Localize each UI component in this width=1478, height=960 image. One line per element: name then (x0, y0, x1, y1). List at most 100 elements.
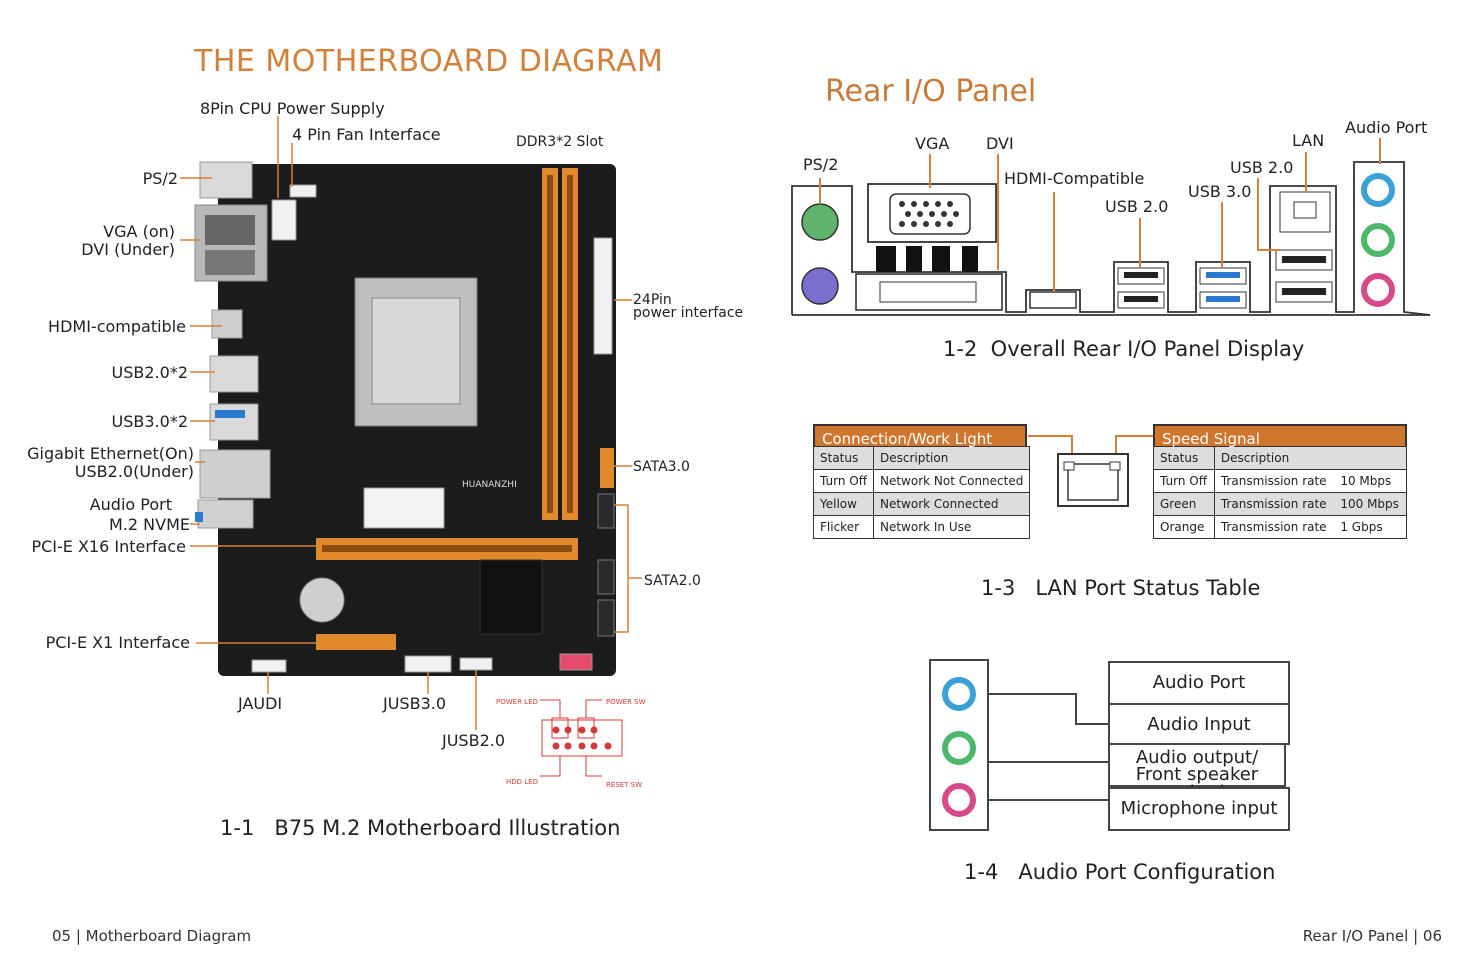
caption-1-3-text: LAN Port Status Table (1035, 576, 1260, 600)
conn-desc: Network In Use (873, 516, 1029, 539)
label-m2: M.2 NVME (40, 516, 190, 534)
label-usb30: USB3.0*2 (60, 413, 188, 431)
conn-table-title: Connection/Work Light (813, 424, 1027, 446)
io-label-lan: LAN (1292, 132, 1324, 150)
caption-1-1-text: B75 M.2 Motherboard Illustration (274, 816, 620, 840)
label-hdmi: HDMI-compatible (20, 318, 186, 336)
speed-status: Orange (1154, 516, 1215, 539)
caption-1-3: 1-3 LAN Port Status Table (981, 576, 1260, 600)
conn-desc: Network Not Connected (873, 470, 1029, 493)
speed-table-title: Speed Signal (1153, 424, 1407, 446)
label-power-sw: POWER SW (606, 693, 646, 711)
sata3-port (600, 448, 614, 488)
io-label-usb30: USB 3.0 (1188, 183, 1251, 201)
speed-signal-table: Speed Signal StatusDescription Turn OffT… (1153, 424, 1407, 539)
label-pcie1: PCI-E X1 Interface (10, 634, 190, 652)
label-power-led: POWER LED (496, 693, 538, 711)
speed-rate: 10 Mbps (1334, 470, 1406, 493)
footer-right: Rear I/O Panel | 06 (1303, 927, 1442, 945)
label-cpu-power: 8Pin CPU Power Supply (200, 100, 385, 118)
fan-header (290, 185, 316, 197)
caption-1-4: 1-4 Audio Port Configuration (964, 860, 1275, 884)
label-fan: 4 Pin Fan Interface (292, 126, 441, 144)
cpu-power-8pin (272, 200, 296, 240)
io-label-ps2: PS/2 (803, 156, 838, 174)
label-reset-sw: RESET SW (606, 776, 642, 794)
caption-1-1: 1-1 B75 M.2 Motherboard Illustration (220, 816, 620, 840)
speed-status: Turn Off (1154, 470, 1215, 493)
audio-port-box-label: Audio Port (1153, 672, 1246, 693)
label-jusb3: JUSB3.0 (383, 695, 446, 713)
ps2-connector (200, 162, 252, 198)
audio-connector (198, 500, 253, 528)
speed-desc: Transmission rate (1214, 516, 1334, 539)
ps2-keyboard-jack (802, 204, 838, 240)
sata2-port-2 (598, 560, 614, 594)
pcie-x1-slot (316, 634, 396, 650)
speed-rate: 1 Gbps (1334, 516, 1406, 539)
io-label-vga: VGA (915, 135, 949, 153)
label-ps2: PS/2 (100, 170, 178, 188)
label-jusb2: JUSB2.0 (442, 732, 505, 750)
label-vga: VGA (on) (40, 223, 175, 241)
caption-1-4-number: 1-4 (964, 860, 998, 884)
caption-1-1-number: 1-1 (220, 816, 254, 840)
label-jaudi: JAUDI (238, 695, 282, 713)
audio-input-box: Audio Input (1108, 703, 1290, 745)
usb20-connector (210, 356, 258, 392)
lan-connector (200, 450, 270, 498)
hdmi-connector (212, 310, 242, 338)
label-audio: Audio Port (40, 496, 172, 514)
speed-rate: 100 Mbps (1334, 493, 1406, 516)
conn-status: Turn Off (814, 470, 874, 493)
jusb2-header (460, 658, 492, 670)
audio-output-box: Audio output/ Front speaker output (1108, 743, 1286, 787)
io-label-audio: Audio Port (1345, 119, 1427, 137)
speed-desc: Transmission rate (1214, 470, 1334, 493)
power-24pin (594, 238, 612, 354)
io-label-hdmi: HDMI-Compatible (1004, 170, 1144, 188)
label-pcie16: PCI-E X16 Interface (10, 538, 186, 556)
label-24pin-sub: power interface (633, 304, 743, 322)
label-usb20: USB2.0*2 (60, 364, 188, 382)
hdmi-port (1030, 292, 1076, 308)
speed-status: Green (1154, 493, 1215, 516)
speed-desc: Transmission rate (1214, 493, 1334, 516)
label-sata2: SATA2.0 (644, 572, 701, 590)
board-brand: HUANANZHI (462, 476, 517, 494)
conn-status: Yellow (814, 493, 874, 516)
speed-header-desc: Description (1214, 447, 1406, 470)
ps2-mouse-jack (802, 268, 838, 304)
audio-jack-blue (1364, 176, 1392, 204)
io-label-dvi: DVI (986, 135, 1014, 153)
io-label-usb20a: USB 2.0 (1105, 198, 1168, 216)
caption-1-2-text: Overall Rear I/O Panel Display (991, 337, 1305, 361)
conn-status: Flicker (814, 516, 874, 539)
label-gbe: Gigabit Ethernet(On) (10, 445, 194, 463)
front-panel-pinout (540, 700, 622, 776)
sata2-port-3 (598, 600, 614, 636)
audio-jack-pink (1364, 276, 1392, 304)
caption-1-2: 1-2 Overall Rear I/O Panel Display (943, 337, 1304, 361)
label-dvi: DVI (Under) (40, 241, 175, 259)
audio-input-box-label: Audio Input (1147, 714, 1251, 735)
caption-1-3-number: 1-3 (981, 576, 1015, 600)
label-sata3: SATA3.0 (633, 458, 690, 476)
usb30-connector (210, 404, 258, 440)
io-label-usb20b: USB 2.0 (1230, 159, 1293, 177)
conn-header-status: Status (814, 447, 874, 470)
microphone-box: Microphone input (1108, 787, 1290, 831)
jusb3-header (405, 656, 451, 672)
microphone-box-label: Microphone input (1121, 798, 1278, 819)
footer-left: 05 | Motherboard Diagram (52, 927, 251, 945)
jaudi-header (252, 660, 286, 672)
sata2-port-1 (598, 494, 614, 528)
conn-header-desc: Description (873, 447, 1029, 470)
chipset-heatsink (480, 560, 542, 634)
